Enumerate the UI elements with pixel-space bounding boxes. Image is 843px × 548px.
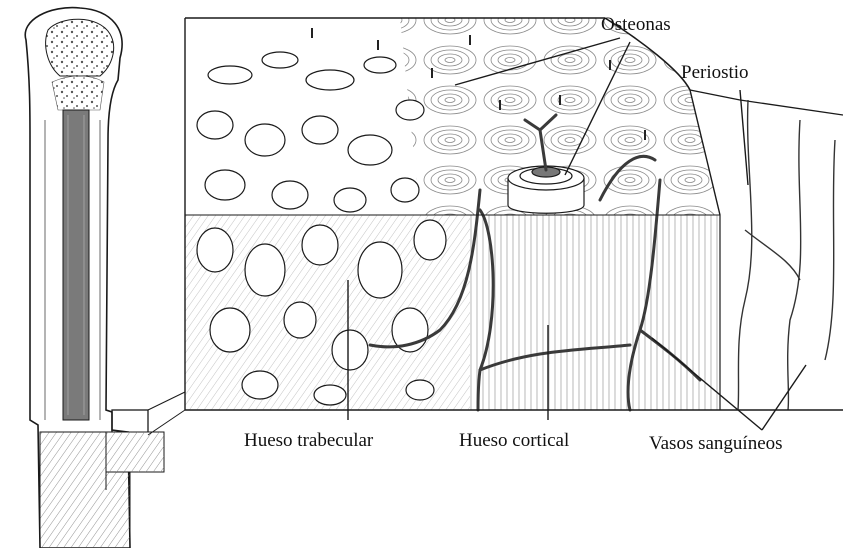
zoom-line-bottom	[148, 410, 185, 435]
long-bone-illustration	[25, 8, 164, 548]
label-periosteum: Periostio	[681, 62, 749, 83]
label-trabecular-bone: Hueso trabecular	[244, 430, 374, 451]
osteon-cylinder	[508, 166, 584, 213]
zoom-line-top	[148, 392, 185, 410]
label-osteons: Osteonas	[601, 14, 671, 35]
label-cortical-bone: Hueso cortical	[459, 430, 569, 451]
label-blood-vessels: Vasos sanguíneos	[649, 433, 783, 454]
